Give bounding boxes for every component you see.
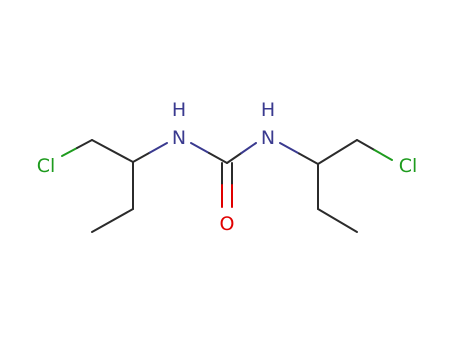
bond-c-n-right-a: [226, 152, 243, 164]
atom-h-right: H: [261, 99, 275, 121]
atom-o: O: [220, 213, 235, 235]
bond-ch-n-left-b: [149, 142, 168, 154]
bond-cl-ch2-left-a: [61, 147, 78, 157]
bond-ch-n-left-a: [132, 151, 151, 163]
bond-ch2-ch-left: [91, 139, 134, 163]
bond-n-c-left-b: [208, 152, 228, 164]
bond-n-c-left-a: [190, 142, 210, 154]
bond-cl-ch2-left-b: [76, 139, 93, 149]
bond-ethyl-left: [91, 208, 134, 233]
bond-c-n-right-b: [240, 142, 257, 154]
atom-label-layer: Cl H N H N O Cl: [37, 99, 418, 235]
atom-h-left: H: [172, 99, 186, 121]
bond-ch2-cl-right-a: [356, 139, 376, 151]
atom-n-left: N: [172, 127, 186, 149]
atom-cl-left: Cl: [37, 155, 56, 177]
bond-ethyl-right: [317, 208, 358, 233]
atom-n-right: N: [261, 127, 275, 149]
bond-ch2-cl-right-b: [373, 149, 393, 161]
bond-n-ch-right-a: [279, 142, 300, 155]
atom-cl-right: Cl: [399, 155, 418, 177]
bond-ch-ch2-right: [317, 139, 358, 165]
bond-layer: [61, 139, 393, 233]
bond-n-ch-right-b: [298, 152, 319, 165]
